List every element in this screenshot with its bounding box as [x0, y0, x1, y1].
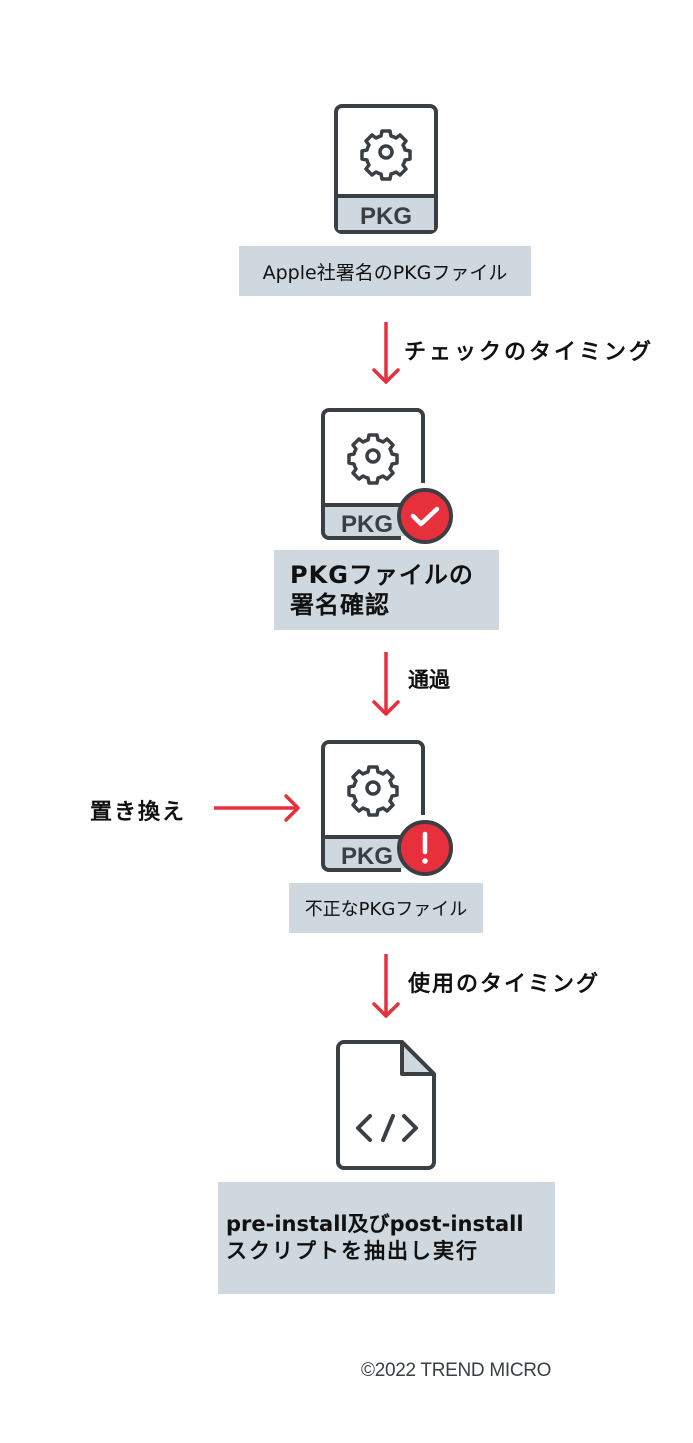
pkg-icon-text: PKG — [360, 203, 412, 230]
node-label-line2: スクリプトを抽出し実行 — [226, 1239, 479, 1263]
code-file-icon — [336, 1040, 436, 1170]
node-label-malicious-pkg: 不正なPKGファイル — [289, 883, 483, 933]
node-label-text: Apple社署名のPKGファイル — [262, 261, 508, 284]
code-brackets-icon — [356, 1114, 418, 1142]
node-label-script-exec: pre-install及びpost-install スクリプトを抽出し実行 — [218, 1182, 555, 1294]
copyright-text: ©2022 TREND MICRO — [361, 1360, 552, 1381]
pkg-icon-text: PKG — [341, 843, 393, 870]
arrow-down-1 — [372, 322, 400, 384]
gear-icon — [360, 129, 412, 181]
pkg-file-icon: PKG — [334, 104, 438, 234]
arrow-right-replace — [214, 794, 300, 822]
edge-label-passed: 通過 — [408, 668, 450, 692]
alert-badge-icon — [397, 820, 453, 876]
node-label-signed-pkg: Apple社署名のPKGファイル — [239, 246, 531, 296]
gear-icon — [347, 765, 399, 817]
edge-label-check-timing: チェックのタイミング — [404, 340, 655, 365]
node-label-line2: 署名確認 — [290, 591, 390, 619]
arrow-down-2 — [372, 652, 400, 716]
edge-label-use-timing: 使用のタイミング — [408, 972, 601, 997]
check-badge-icon — [397, 488, 453, 544]
pkg-file-icon: PKG — [321, 408, 453, 544]
pkg-icon-text: PKG — [341, 511, 393, 538]
node-label-text: 不正なPKGファイル — [304, 899, 468, 920]
node-label-signature-check: PKGファイルの 署名確認 — [274, 550, 499, 630]
node-label-line1: pre-install及びpost-install — [226, 1212, 524, 1236]
gear-icon — [347, 433, 399, 485]
node-label-line1: PKGファイルの — [290, 561, 474, 589]
arrow-down-3 — [372, 954, 400, 1018]
edge-label-replace: 置き換え — [90, 800, 187, 825]
pkg-file-icon: PKG — [321, 740, 453, 876]
